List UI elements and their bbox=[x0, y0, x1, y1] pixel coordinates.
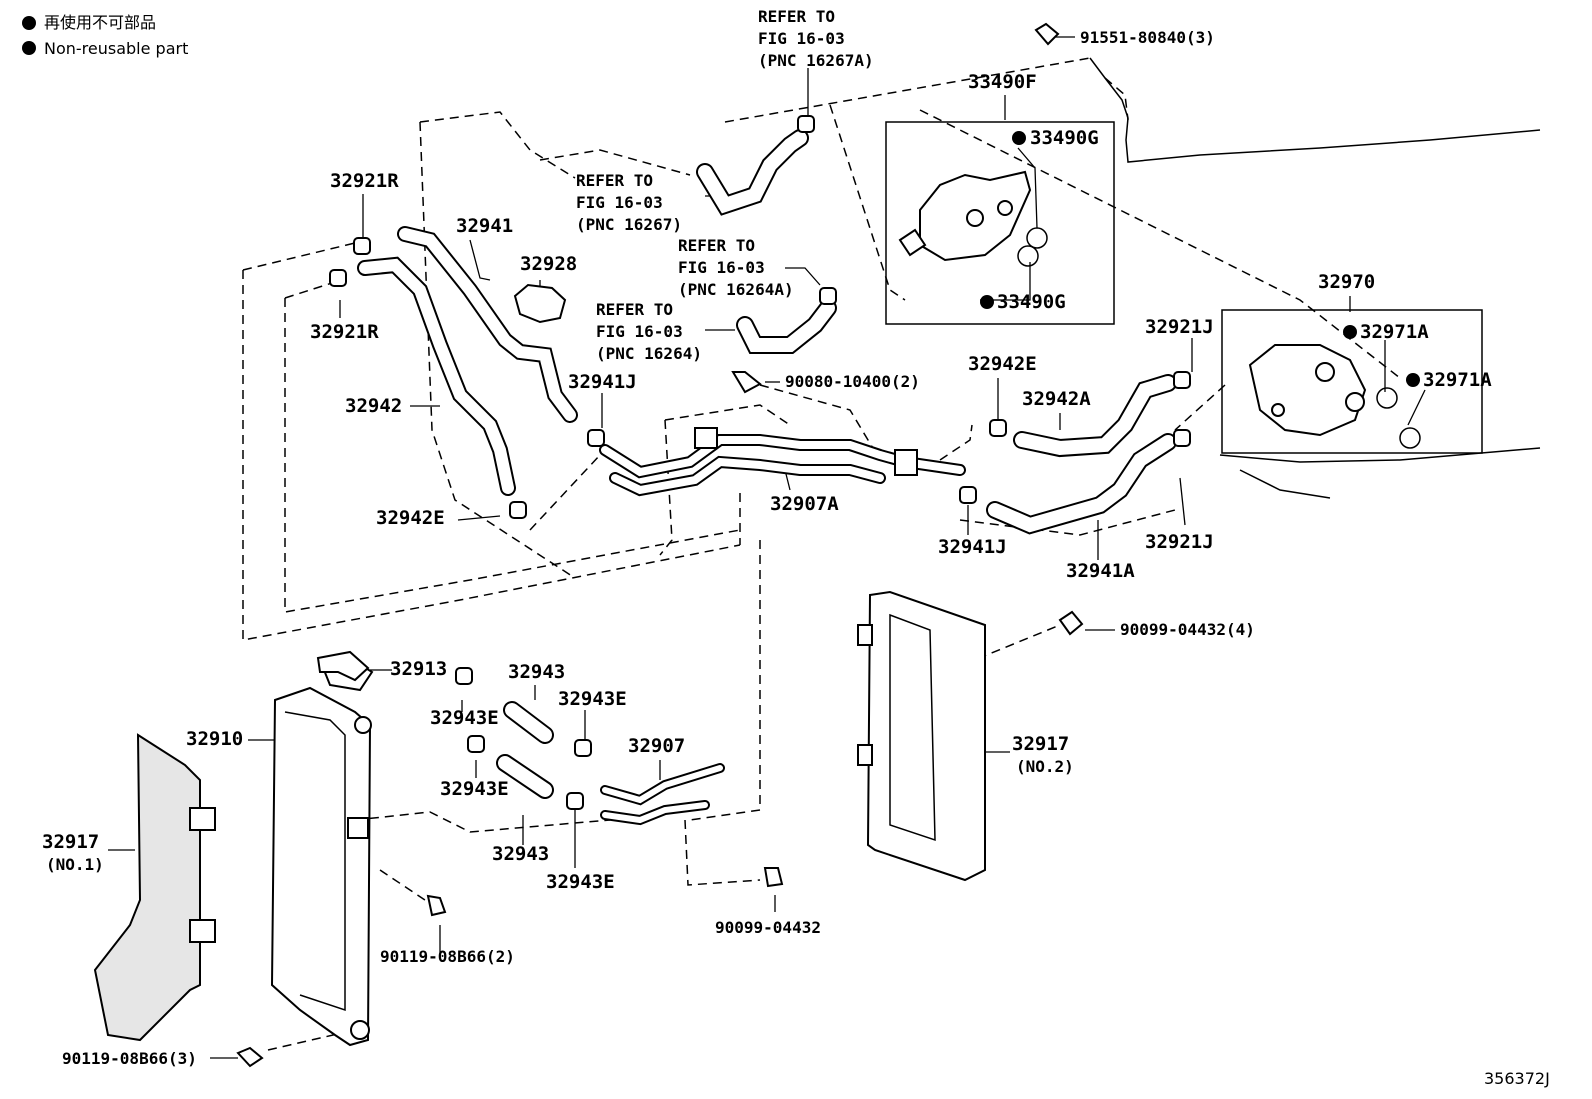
label-32917-no2-sub: (NO.2) bbox=[1016, 757, 1074, 776]
label-32943-bot: 32943 bbox=[492, 843, 549, 865]
label-32941A: 32941A bbox=[1066, 560, 1135, 582]
label-32921J-top: 32921J bbox=[1145, 316, 1214, 338]
label-32971A-bot: 32971A bbox=[1423, 369, 1492, 391]
label-32971A-top: 32971A bbox=[1360, 321, 1429, 343]
clamps bbox=[329, 115, 1191, 810]
label-33490G-bot: 33490G bbox=[997, 291, 1066, 313]
dashed-outlines bbox=[242, 57, 1401, 1051]
ref-16264-line3: (PNC 16264) bbox=[596, 344, 702, 363]
label-90119-mid: 90119-08B66(2) bbox=[380, 947, 515, 966]
bolt-icon bbox=[236, 1046, 264, 1068]
bolt-icon bbox=[763, 867, 784, 888]
label-90119-bot: 90119-08B66(3) bbox=[62, 1049, 197, 1068]
ref-16267a-line2: FIG 16-03 bbox=[758, 29, 845, 48]
non-reusable-bullet-icon bbox=[980, 295, 994, 309]
clamp-icon bbox=[1173, 429, 1191, 447]
ref-16264a-line2: FIG 16-03 bbox=[678, 258, 765, 277]
bolt-icon bbox=[731, 371, 762, 394]
ref-16267-line1: REFER TO bbox=[576, 171, 653, 190]
part-labels: 91551-80840(3) 33490F 33490G 33490G 3292… bbox=[42, 28, 1492, 1068]
reference-callouts: REFER TO FIG 16-03 (PNC 16267A) REFER TO… bbox=[576, 7, 874, 363]
label-32907A: 32907A bbox=[770, 493, 839, 515]
hoses bbox=[357, 129, 1177, 826]
clamp-icon bbox=[329, 269, 347, 287]
ref-16267-line2: FIG 16-03 bbox=[576, 193, 663, 212]
clamp-icon bbox=[566, 792, 584, 810]
clamp-icon bbox=[959, 486, 977, 504]
label-32942E-left: 32942E bbox=[376, 507, 445, 529]
label-32943E-3: 32943E bbox=[440, 778, 509, 800]
hose-32942 bbox=[357, 256, 516, 496]
label-32910: 32910 bbox=[186, 728, 243, 750]
label-32970: 32970 bbox=[1318, 271, 1375, 293]
label-32942A: 32942A bbox=[1022, 388, 1091, 410]
clamp-icon bbox=[574, 739, 592, 757]
clamp-icon bbox=[797, 115, 815, 133]
label-90080: 90080-10400(2) bbox=[785, 372, 920, 391]
clamp-icon bbox=[455, 667, 473, 685]
label-90099: 90099-04432 bbox=[715, 918, 821, 937]
box-32970 bbox=[1221, 309, 1483, 454]
label-90099-4: 90099-04432(4) bbox=[1120, 620, 1255, 639]
non-reusable-bullet-icon bbox=[1343, 325, 1357, 339]
non-reusable-bullet-icon bbox=[1406, 373, 1420, 387]
label-33490G-top: 33490G bbox=[1030, 127, 1099, 149]
grommet-32928 bbox=[513, 283, 567, 324]
label-32917-no2: 32917 bbox=[1012, 733, 1069, 755]
label-32907: 32907 bbox=[628, 735, 685, 757]
label-32921R-bot: 32921R bbox=[310, 321, 379, 343]
clamp-icon bbox=[467, 735, 485, 753]
label-32941J-right: 32941J bbox=[938, 536, 1007, 558]
label-32943-top: 32943 bbox=[508, 661, 565, 683]
legend-jp: 再使用不可部品 bbox=[44, 13, 156, 32]
label-33490F: 33490F bbox=[968, 71, 1037, 93]
label-32943E-2: 32943E bbox=[558, 688, 627, 710]
bolts bbox=[236, 22, 1084, 1068]
clamp-icon bbox=[1173, 371, 1191, 389]
ref-16267a-line1: REFER TO bbox=[758, 7, 835, 26]
clamp-icon bbox=[587, 429, 605, 447]
label-32917-no1: 32917 bbox=[42, 831, 99, 853]
bracket-32913 bbox=[316, 650, 370, 682]
bolt-icon bbox=[426, 894, 447, 917]
bolt-icon bbox=[1034, 22, 1060, 46]
label-32941: 32941 bbox=[456, 215, 513, 237]
diagram-id: 356372J bbox=[1484, 1069, 1550, 1088]
ref-16267-line3: (PNC 16267) bbox=[576, 215, 682, 234]
label-32921R-top: 32921R bbox=[330, 170, 399, 192]
bolt-icon bbox=[1058, 610, 1084, 636]
clamp-icon bbox=[989, 419, 1007, 437]
duct-32917-no2 bbox=[857, 590, 986, 882]
label-32941J-left: 32941J bbox=[568, 371, 637, 393]
non-reusable-bullet-icon bbox=[1012, 131, 1026, 145]
ref-16267a-line3: (PNC 16267A) bbox=[758, 51, 874, 70]
duct-32917-no1 bbox=[93, 733, 216, 1042]
ref-16264-line2: FIG 16-03 bbox=[596, 322, 683, 341]
non-reusable-bullet-icon bbox=[22, 16, 36, 30]
label-32942: 32942 bbox=[345, 395, 402, 417]
radiator-32910 bbox=[270, 653, 374, 1047]
engine-outline bbox=[1089, 57, 1541, 499]
label-32913: 32913 bbox=[390, 658, 447, 680]
label-32928: 32928 bbox=[520, 253, 577, 275]
ref-16264-line1: REFER TO bbox=[596, 300, 673, 319]
clamp-icon bbox=[819, 287, 837, 305]
clamp-icon bbox=[509, 501, 527, 519]
legend: 再使用不可部品 Non-reusable part bbox=[22, 13, 188, 58]
label-32942E-top: 32942E bbox=[968, 353, 1037, 375]
label-32917-no1-sub: (NO.1) bbox=[46, 855, 104, 874]
ref-16264a-line1: REFER TO bbox=[678, 236, 755, 255]
clamp-icon bbox=[353, 237, 371, 255]
ref-16264a-line3: (PNC 16264A) bbox=[678, 280, 794, 299]
label-32921J-bot: 32921J bbox=[1145, 531, 1214, 553]
label-91551: 91551-80840(3) bbox=[1080, 28, 1215, 47]
non-reusable-bullet-icon bbox=[22, 41, 36, 55]
label-32943E-1: 32943E bbox=[430, 707, 499, 729]
legend-en: Non-reusable part bbox=[44, 39, 188, 58]
label-32943E-4: 32943E bbox=[546, 871, 615, 893]
leader-lines bbox=[108, 36, 1426, 1059]
box-33490F bbox=[885, 121, 1115, 325]
